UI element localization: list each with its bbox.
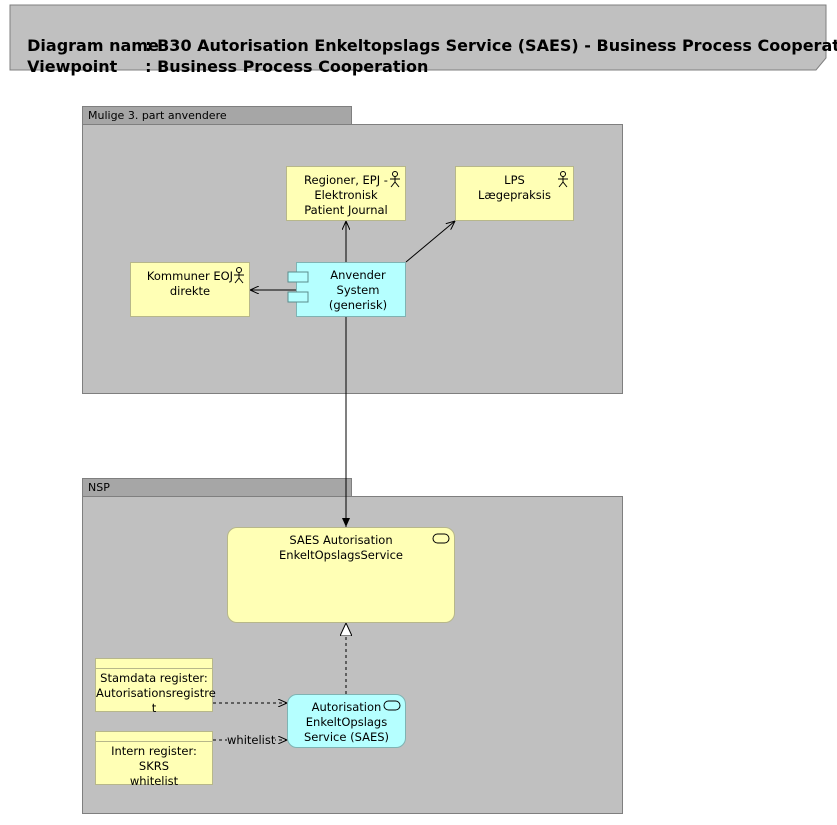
- saes-line-1: Autorisation: [311, 700, 382, 714]
- diagram-name-row: Diagram name: B30 Autorisation Enkeltops…: [16, 17, 837, 55]
- data-stamdata-register[interactable]: Stamdata register: Autorisationsregistre…: [95, 658, 216, 715]
- actor-kommuner-line-1: Kommuner EOJ: [146, 269, 234, 283]
- actor-icon: [234, 267, 244, 284]
- actor-regioner-line-2: Elektronisk: [314, 188, 378, 202]
- service-icon: [432, 533, 450, 544]
- data-object-divider: [96, 668, 212, 669]
- diagram-header-frame: [9, 4, 827, 71]
- diagram-name-value: : B30 Autorisation Enkeltopslags Service…: [145, 36, 837, 55]
- application-anvender-line-2: (generisk): [328, 298, 388, 312]
- component-icon: [287, 271, 309, 303]
- actor-lps-line-2: Lægepraksis: [478, 188, 551, 202]
- actor-kommuner[interactable]: Kommuner EOJ direkte: [130, 262, 250, 317]
- stamdata-line-2: Autorisationsregistre: [96, 686, 216, 700]
- data-object-divider: [96, 741, 212, 742]
- actor-lps[interactable]: LPS Lægepraksis: [455, 166, 574, 221]
- application-anvender-line-1: Anvender System: [330, 268, 386, 297]
- actor-icon: [390, 171, 400, 188]
- saes-line-2: EnkeltOpslags: [305, 715, 388, 729]
- actor-lps-line-1: LPS: [504, 173, 525, 187]
- service-saes-line-2: EnkeltOpslagsService: [279, 548, 403, 562]
- group-third-party-label: Mulige 3. part anvendere: [88, 109, 227, 122]
- data-skrs-register[interactable]: Intern register: SKRS whitelist: [95, 731, 213, 788]
- skrs-line-2: whitelist: [129, 774, 179, 788]
- viewpoint-value: : Business Process Cooperation: [145, 57, 429, 76]
- group-nsp-label: NSP: [88, 481, 110, 494]
- stamdata-line-3: t: [151, 701, 157, 715]
- actor-regioner-line-1: Regioner, EPJ -: [304, 173, 388, 187]
- edge-whitelist-label: whitelist: [227, 733, 276, 747]
- actor-regioner-line-3: Patient Journal: [304, 203, 388, 217]
- actor-icon: [558, 171, 568, 188]
- viewpoint-row: Viewpoint : Business Process Cooperation: [16, 38, 428, 76]
- edge-anvender-lps[interactable]: [405, 221, 455, 263]
- saes-line-3: Service (SAES): [303, 730, 390, 744]
- service-saes-application[interactable]: Autorisation EnkeltOpslags Service (SAES…: [287, 694, 406, 748]
- service-saes-autorisation[interactable]: SAES Autorisation EnkeltOpslagsService: [227, 527, 455, 623]
- service-icon: [383, 700, 401, 711]
- viewpoint-key: Viewpoint: [27, 57, 118, 76]
- actor-regioner[interactable]: Regioner, EPJ - Elektronisk Patient Jour…: [286, 166, 406, 221]
- application-anvender-system[interactable]: Anvender System (generisk): [287, 262, 406, 317]
- service-saes-line-1: SAES Autorisation: [289, 533, 393, 547]
- actor-kommuner-line-2: direkte: [169, 284, 211, 298]
- skrs-line-1: Intern register: SKRS: [111, 744, 197, 773]
- stamdata-line-1: Stamdata register:: [100, 671, 208, 685]
